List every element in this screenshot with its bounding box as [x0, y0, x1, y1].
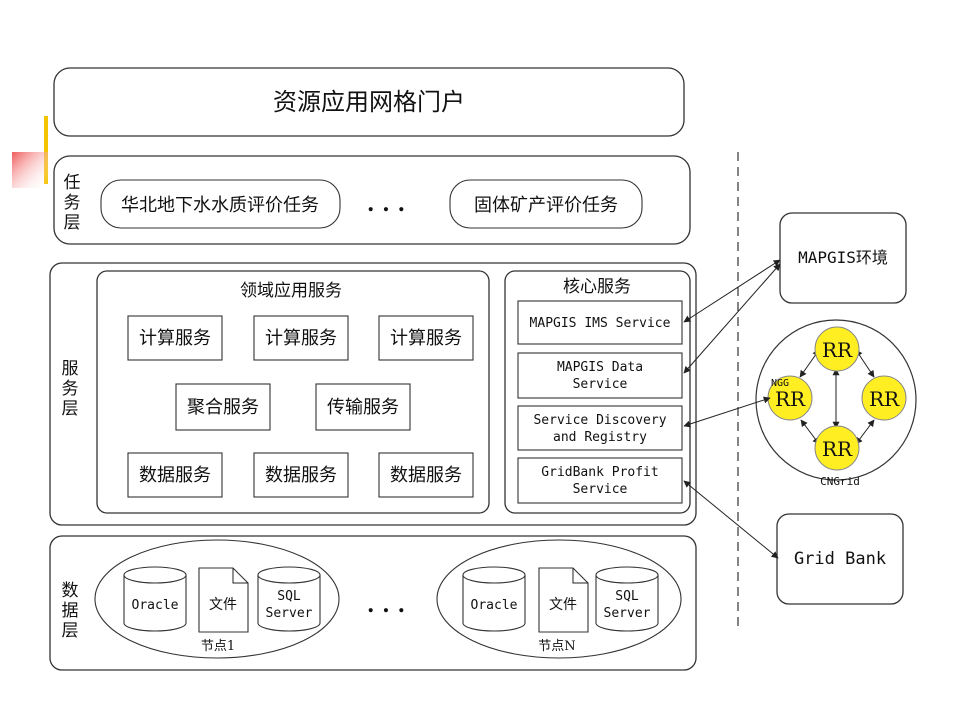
task-layer-label-3: 层 — [64, 213, 81, 233]
core-service-label: Service — [573, 377, 628, 392]
core-service-discovery: Service Discovery and Registry — [517, 405, 683, 451]
rr-label: RR — [869, 387, 900, 411]
core-services-panel: 核心服务 MAPGIS IMS Service MAPGIS Data Serv… — [504, 270, 691, 514]
core-service-data: MAPGIS Data Service — [517, 352, 683, 399]
core-services-title: 核心服务 — [563, 277, 631, 297]
service-box: 数据服务 — [127, 452, 223, 498]
service-label: 数据服务 — [390, 465, 462, 486]
sql-label: Server — [266, 606, 313, 621]
portal-box: 资源应用网格门户 — [53, 67, 685, 137]
file-icon — [538, 567, 589, 633]
data-layer-label-2: 据 — [62, 601, 79, 621]
arrow-discovery-cngrid — [683, 396, 771, 428]
mapgis-env-label: MAPGIS环境 — [798, 248, 888, 267]
node-name: 节点1 — [201, 639, 235, 654]
domain-services-title: 领域应用服务 — [240, 281, 342, 301]
oracle-label: Oracle — [132, 598, 179, 613]
task-label: 固体矿产评价任务 — [474, 195, 618, 216]
service-layer-label-3: 层 — [62, 399, 79, 419]
rr-node — [814, 326, 860, 372]
file-label: 文件 — [549, 597, 577, 613]
data-layer: 数 据 层 Oracle 文件 SQL Server 节点1 . . . — [49, 535, 697, 671]
arrow-ims-mapgis — [683, 259, 781, 323]
data-node-n: Oracle 文件 SQL Server 节点N — [436, 539, 682, 659]
service-box: 聚合服务 — [175, 383, 271, 431]
domain-services-panel: 领域应用服务 计算服务 计算服务 计算服务 聚合服务 传输服务 数据服务 数据服… — [96, 270, 490, 514]
task-item: 华北地下水水质评价任务 — [100, 179, 341, 229]
file-label: 文件 — [209, 597, 237, 613]
sql-server-db-icon — [595, 566, 659, 632]
service-box: 计算服务 — [127, 315, 223, 361]
core-service-label: Service Discovery — [533, 413, 666, 428]
service-layer-label-1: 服 — [62, 359, 79, 379]
service-label: 数据服务 — [139, 465, 211, 486]
core-service-label: Service — [573, 482, 628, 497]
data-ellipsis: . . . — [367, 592, 405, 618]
core-service-label: and Registry — [553, 430, 647, 445]
service-label: 计算服务 — [265, 328, 337, 349]
service-label: 计算服务 — [390, 328, 462, 349]
service-box: 数据服务 — [253, 452, 349, 498]
task-layer-label-1: 任 — [64, 173, 81, 193]
portal-title: 资源应用网格门户 — [273, 88, 465, 116]
oracle-label: Oracle — [471, 598, 518, 613]
rr-label: RR — [822, 437, 853, 461]
data-layer-label-3: 层 — [62, 621, 79, 641]
task-item: 固体矿产评价任务 — [449, 179, 643, 229]
service-layer: 服 务 层 领域应用服务 计算服务 计算服务 计算服务 聚合服务 传输服务 数据… — [49, 262, 697, 526]
service-label: 计算服务 — [139, 328, 211, 349]
service-label: 聚合服务 — [187, 397, 259, 418]
node-name: 节点N — [538, 639, 575, 654]
data-layer-label-1: 数 — [62, 581, 79, 601]
accent-red-square — [12, 152, 48, 188]
data-node-1: Oracle 文件 SQL Server 节点1 — [94, 539, 340, 659]
service-box: 计算服务 — [253, 315, 349, 361]
oracle-db-icon — [462, 566, 526, 632]
sql-label: SQL — [277, 589, 301, 604]
grid-bank-box: Grid Bank — [776, 513, 904, 605]
core-service-gridbank: GridBank Profit Service — [517, 457, 683, 504]
service-label: 传输服务 — [327, 397, 399, 418]
sql-label: Server — [604, 606, 651, 621]
service-box: 传输服务 — [315, 383, 411, 431]
grid-bank-label: Grid Bank — [794, 549, 886, 569]
cngrid-label: CNGrid — [820, 475, 860, 488]
oracle-db-icon — [123, 566, 187, 632]
arrow-data-mapgis — [683, 263, 781, 374]
arrow-gridbank-bank — [683, 480, 779, 559]
accent-yellow-bar — [44, 116, 48, 184]
sql-server-db-icon — [257, 566, 321, 632]
rr-label: RR — [822, 338, 853, 362]
service-box: 数据服务 — [378, 452, 474, 498]
ngg-label: NGG — [771, 378, 789, 389]
task-layer: 任 务 层 华北地下水水质评价任务 . . . 固体矿产评价任务 — [53, 155, 691, 245]
service-label: 数据服务 — [265, 465, 337, 486]
core-service-label: GridBank Profit — [541, 465, 658, 480]
rr-node — [861, 375, 907, 421]
rr-label: RR — [775, 387, 806, 411]
task-label: 华北地下水水质评价任务 — [121, 195, 319, 216]
sql-label: SQL — [615, 589, 639, 604]
mapgis-env-box: MAPGIS环境 — [779, 212, 907, 304]
file-icon — [198, 567, 249, 633]
service-layer-label-2: 务 — [62, 379, 79, 399]
core-service-label: MAPGIS Data — [557, 360, 643, 375]
rr-node — [814, 425, 860, 471]
core-service-ims: MAPGIS IMS Service — [517, 300, 683, 345]
core-service-label: MAPGIS IMS Service — [530, 316, 671, 331]
service-box: 计算服务 — [378, 315, 474, 361]
task-layer-label-2: 务 — [64, 193, 81, 213]
cngrid-cluster: RR RR RR RR NGG CNGrid — [755, 319, 917, 488]
task-ellipsis: . . . — [367, 191, 405, 217]
